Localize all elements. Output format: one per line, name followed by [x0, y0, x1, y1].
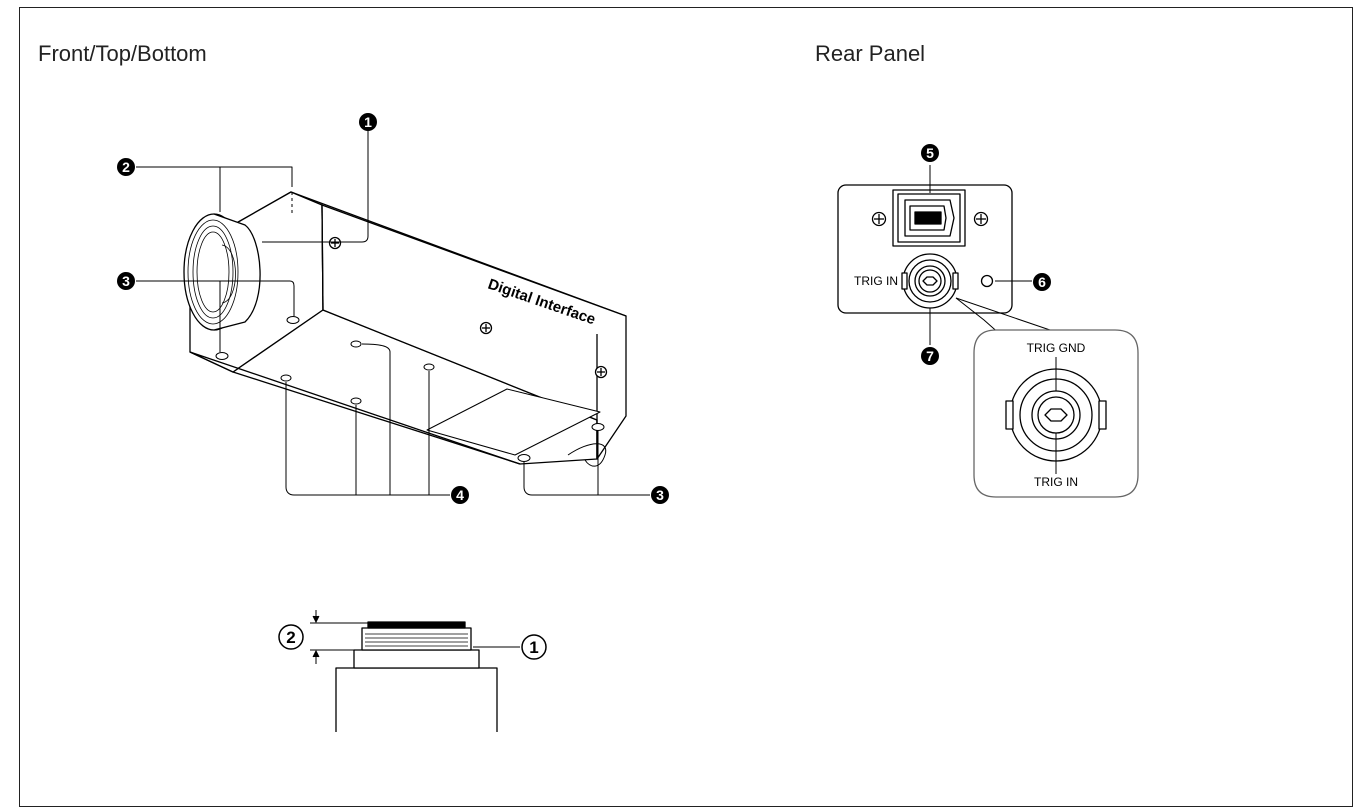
rear-panel-heading: Rear Panel — [815, 41, 926, 66]
trigger-detail-connector — [1005, 357, 1107, 474]
front-top-bottom-heading: Front/Top/Bottom — [38, 41, 207, 66]
svg-text:3: 3 — [122, 273, 130, 289]
svg-text:6: 6 — [1038, 274, 1046, 290]
tripod-hole-front-left — [215, 352, 229, 360]
svg-text:4: 4 — [456, 487, 464, 503]
mount-detail-body — [335, 621, 498, 732]
side-screw-middle — [479, 321, 493, 335]
callout-5: 5 — [921, 144, 939, 162]
camera-body — [189, 191, 627, 467]
callout-3-bottom: 3 — [651, 486, 669, 504]
tripod-hole-front-right — [286, 316, 300, 324]
mount-label-2: 2 — [278, 624, 304, 650]
callout-2: 2 — [117, 158, 135, 176]
svg-text:5: 5 — [926, 145, 934, 161]
mount-label-1: 1 — [521, 634, 547, 660]
detail-trig-gnd-label: TRIG GND — [1027, 341, 1086, 355]
ieee1394-connector — [892, 189, 966, 247]
front-leader-lines — [136, 125, 650, 496]
svg-text:7: 7 — [926, 348, 934, 364]
callout-6: 6 — [1033, 273, 1051, 291]
svg-text:2: 2 — [286, 628, 295, 647]
callout-7: 7 — [921, 347, 939, 365]
tripod-hole-rear-left — [517, 454, 531, 462]
tripod-hole-rear-right — [591, 423, 605, 431]
trig-in-label: TRIG IN — [854, 274, 898, 288]
side-screw-bottom — [594, 365, 608, 379]
trigger-connector — [901, 253, 959, 309]
lens-mount — [183, 213, 261, 331]
guide-hole-3 — [350, 397, 362, 405]
guide-hole-4 — [423, 363, 435, 371]
led-indicator — [980, 274, 994, 288]
callout-3-front: 3 — [117, 272, 135, 290]
rear-screw-right — [973, 211, 989, 227]
rear-screw-left — [871, 211, 887, 227]
guide-hole-1 — [280, 374, 292, 382]
guide-hole-2 — [350, 340, 362, 348]
detail-trig-in-label: TRIG IN — [1034, 475, 1078, 489]
mount-dimension-lines — [310, 610, 520, 664]
svg-text:3: 3 — [656, 487, 664, 503]
callout-1: 1 — [359, 113, 377, 131]
svg-text:1: 1 — [364, 114, 372, 130]
side-screw-top — [328, 236, 342, 250]
callout-4: 4 — [451, 486, 469, 504]
svg-text:1: 1 — [529, 638, 538, 657]
svg-text:2: 2 — [122, 159, 130, 175]
